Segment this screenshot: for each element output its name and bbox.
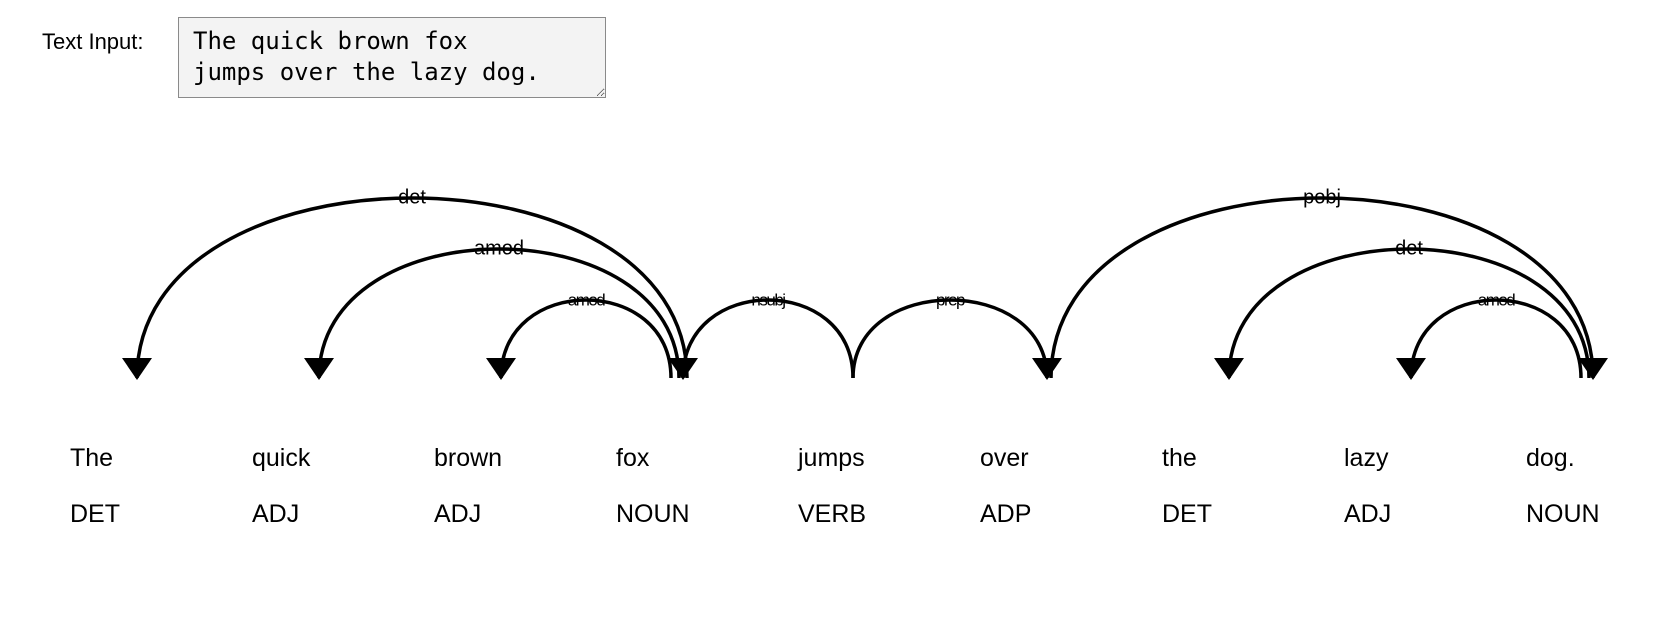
- token-pos-tag: ADP: [980, 500, 1031, 528]
- arc-label: det: [1395, 238, 1423, 260]
- arrowhead-icon: [122, 358, 152, 380]
- token-word: lazy: [1344, 444, 1389, 472]
- token-pos-tag: VERB: [798, 500, 866, 528]
- token-word: The: [70, 444, 113, 472]
- arc-label: amod: [568, 291, 606, 310]
- token-word: brown: [434, 444, 502, 472]
- arc-label: nsubj: [751, 291, 785, 310]
- text-input-row: Text Input:: [42, 17, 606, 98]
- dependency-arc: [1049, 196, 1595, 379]
- token-word: jumps: [797, 444, 865, 472]
- arrowhead-icon: [1578, 358, 1608, 380]
- token-pos-tag: NOUN: [1526, 500, 1600, 528]
- token-pos-tag: ADJ: [252, 500, 299, 528]
- token-word: dog.: [1526, 444, 1575, 472]
- arrowhead-icon: [1396, 358, 1426, 380]
- text-input-label: Text Input:: [42, 29, 144, 54]
- token-word: fox: [616, 444, 650, 472]
- dependency-arc: [1409, 298, 1583, 379]
- arc-label: det: [398, 187, 426, 209]
- arc-label: prep: [936, 291, 965, 310]
- dependency-arc: [1227, 247, 1591, 379]
- token-pos-tag: ADJ: [1344, 500, 1391, 528]
- dependency-arc: [135, 196, 689, 379]
- token-pos-tag: DET: [70, 500, 120, 528]
- arc-label: pobj: [1303, 187, 1341, 209]
- token-pos-tag: NOUN: [616, 500, 690, 528]
- dependency-arc: [499, 298, 673, 379]
- text-input-field[interactable]: [178, 17, 606, 98]
- token-word: the: [1162, 444, 1197, 472]
- dependency-arc: [851, 298, 1049, 379]
- arc-label: amod: [1478, 291, 1516, 310]
- arrowhead-icon: [1032, 358, 1062, 380]
- token-pos-tag: ADJ: [434, 500, 481, 528]
- arrowhead-icon: [668, 358, 698, 380]
- arrowhead-icon: [486, 358, 516, 380]
- arc-label: amod: [474, 238, 524, 260]
- dependency-arc: [317, 247, 681, 379]
- dependency-arc: [681, 298, 855, 379]
- token-pos-tag: DET: [1162, 500, 1212, 528]
- token-word: over: [980, 444, 1029, 472]
- arrowhead-icon: [1214, 358, 1244, 380]
- token-word: quick: [252, 444, 311, 472]
- arrowhead-icon: [304, 358, 334, 380]
